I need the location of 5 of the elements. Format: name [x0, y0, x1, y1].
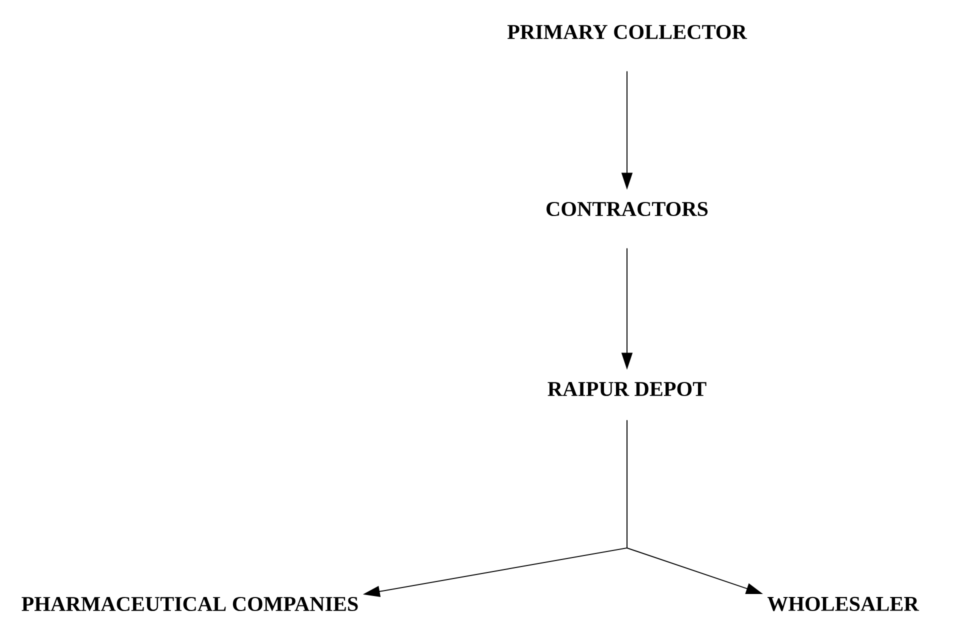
node-label: CONTRACTORS	[546, 202, 708, 216]
node-label: WHOLESALER	[767, 596, 920, 612]
node-label: PHARMACEUTICAL COMPANIES	[22, 596, 358, 612]
node-label: PRIMARY COLLECTOR	[507, 24, 748, 40]
node-label: RAIPUR DEPOT	[548, 382, 706, 396]
